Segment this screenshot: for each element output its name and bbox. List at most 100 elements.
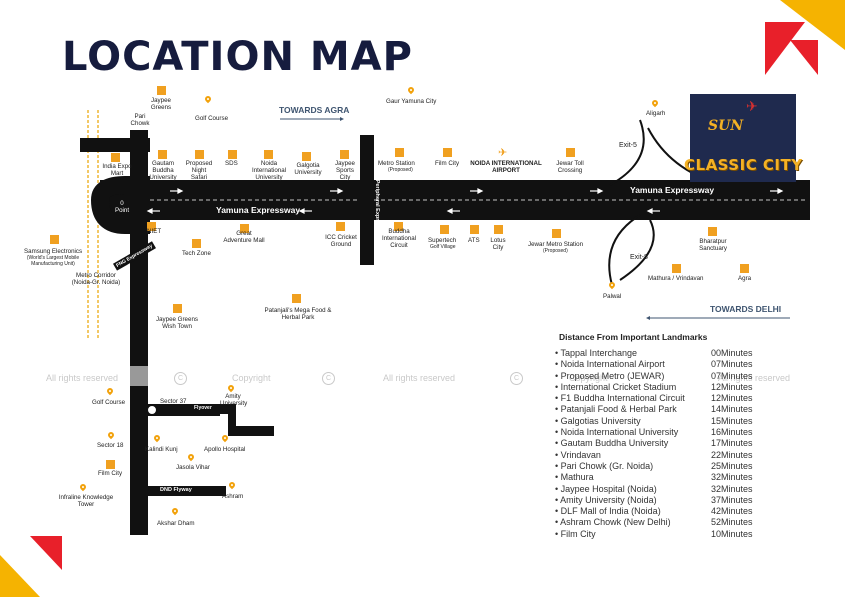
zero-point-loop: [90, 176, 150, 234]
tech-zone-icon: [192, 239, 201, 248]
film-city-top-label: Film City: [435, 160, 460, 167]
list-item: • Patanjali Food & Herbal Park 14Minutes: [555, 404, 795, 415]
metro-station-icon: [395, 148, 404, 157]
pari-chowk-icon: [137, 103, 146, 112]
bharatpur-icon: [708, 227, 717, 236]
landmark-time: 32Minutes: [711, 483, 753, 494]
india-expo-icon: [111, 153, 120, 162]
landmark-time: 32Minutes: [711, 472, 753, 483]
page-title: LOCATION MAP: [62, 34, 413, 80]
mathura-vrindavan-label: Mathura / Vrindavan: [648, 275, 704, 282]
list-item: • Proposed Metro (JEWAR)07Minutes: [555, 371, 795, 382]
landmark-time: 25Minutes: [711, 460, 753, 471]
amity-label: Amity University: [220, 393, 248, 407]
corner-yellow-bottom: [0, 555, 40, 597]
landmark-time: 07Minutes: [711, 370, 753, 381]
gaur-yamuna-label: Gaur Yamuna City: [386, 98, 437, 105]
exit5-road: [609, 119, 645, 186]
jewar-metro-icon: [552, 229, 561, 238]
distance-heading: Distance From Important Landmarks: [559, 332, 708, 342]
list-item: • Jaypee Hospital (Noida) 32Minutes: [555, 484, 795, 495]
supertech-sublabel: Golf Village: [430, 244, 456, 250]
india-expo-label: India Expo Mart: [102, 163, 132, 177]
noida-intl-univ-icon: [264, 150, 273, 159]
list-item: • Ashram Chowk (New Delhi)52Minutes: [555, 517, 795, 528]
film-city-left-icon: [106, 460, 115, 469]
landmark-name: • DLF Mall of India (Noida): [555, 506, 661, 517]
logo-brand-text: SUN: [708, 118, 744, 134]
akshar-dham-label: Akshar Dham: [157, 520, 195, 527]
landmark-name: • Pari Chowk (Gr. Noida): [555, 460, 654, 471]
eastern-peripheral-road: [360, 135, 374, 265]
aligarh-label: Aligarh: [646, 110, 666, 117]
landmark-time: 16Minutes: [711, 427, 753, 438]
golf-course-left-label: Golf Course: [92, 399, 126, 406]
jewar-toll-label: Jewar Toll Crossing: [556, 160, 584, 174]
galgotia-icon: [302, 152, 311, 161]
jaypee-wish-label: Jaypee Greens Wish Town: [156, 316, 198, 330]
landmark-name: • Patanjali Food & Herbal Park: [555, 404, 677, 415]
airplane-logo-icon: ✈: [746, 98, 758, 114]
airplane-icon: ✈: [498, 147, 508, 159]
buddha-circuit-icon: [394, 222, 403, 231]
samsung-icon: [50, 235, 59, 244]
lotus-city-icon: [494, 225, 503, 234]
landmark-name: • Noida International Airport: [555, 359, 665, 370]
jaypee-sports-icon: [340, 150, 349, 159]
amity-road: [228, 404, 236, 434]
night-safari-label: Proposed Night Safari: [185, 160, 213, 181]
towards-delhi-label: TOWARDS DELHI: [710, 304, 782, 314]
flyover-road: [190, 404, 230, 414]
corner-red-top-wedge: [790, 40, 818, 75]
noida-intl-univ-label: Noida International University: [251, 160, 287, 181]
pari-chowk-road: [80, 138, 150, 152]
landmark-name: • Gautam Buddha University: [555, 438, 669, 449]
patanjali-label: Patanjali's Mega Food & Herbal Park: [264, 307, 332, 321]
golf-course-top-label: Golf Course: [195, 115, 229, 122]
dnd-road: [148, 486, 226, 496]
landmark-time: 42Minutes: [711, 506, 753, 517]
ats-icon: [470, 225, 479, 234]
metro-station-label: Metro Station: [378, 160, 415, 167]
icc-cricket-label: ICC Cricket Ground: [325, 234, 357, 248]
film-city-top-icon: [443, 148, 452, 157]
great-adventure-icon: [240, 224, 249, 233]
mathura-icon: [672, 264, 681, 273]
amity-road-h: [228, 426, 274, 436]
patanjali-icon: [292, 294, 301, 303]
supertech-label: Supertech: [428, 237, 457, 244]
jasola-label: Jasola Vihar: [176, 464, 210, 471]
jewar-metro-sublabel: (Proposed): [543, 248, 568, 254]
landmark-name: • Jaypee Hospital (Noida): [555, 483, 657, 494]
landmark-time: 12Minutes: [711, 393, 753, 404]
landmark-name: • Amity University (Noida): [555, 494, 657, 505]
landmark-time: 15Minutes: [711, 415, 753, 426]
landmark-time: 37Minutes: [711, 494, 753, 505]
landmark-name: • Ashram Chowk (New Delhi): [555, 517, 671, 528]
list-item: • F1 Buddha International Circuit 12Minut…: [555, 393, 795, 404]
sector37-roundabout: [146, 404, 158, 416]
yamuna-expressway-label-lower: Yamuna Expressway: [216, 205, 301, 215]
yamuna-expressway-label-upper: Yamuna Expressway: [630, 185, 715, 195]
landmark-name: • F1 Buddha International Circuit: [555, 393, 685, 404]
landmark-time: 14Minutes: [711, 404, 753, 415]
bharatpur-label: Bharatpur Sanctuary: [699, 238, 727, 252]
exit8-label: Exit-8: [630, 254, 648, 261]
sds-icon: [228, 150, 237, 159]
jaypee-wish-icon: [173, 304, 182, 313]
samsung-label: Samsung Electronics: [24, 248, 83, 255]
sds-label: SDS: [225, 160, 238, 167]
noida-airport-label: NOIDA INTERNATIONAL AIRPORT: [470, 160, 542, 174]
landmark-time: 10Minutes: [711, 528, 753, 539]
landmark-time: 00Minutes: [711, 348, 753, 358]
ashram-label: Ashram: [222, 493, 244, 500]
apollo-label: Apollo Hospital: [204, 446, 246, 453]
list-item: • Pari Chowk (Gr. Noida) 25Minutes: [555, 461, 795, 472]
corner-red-top-triangle: [765, 22, 805, 75]
